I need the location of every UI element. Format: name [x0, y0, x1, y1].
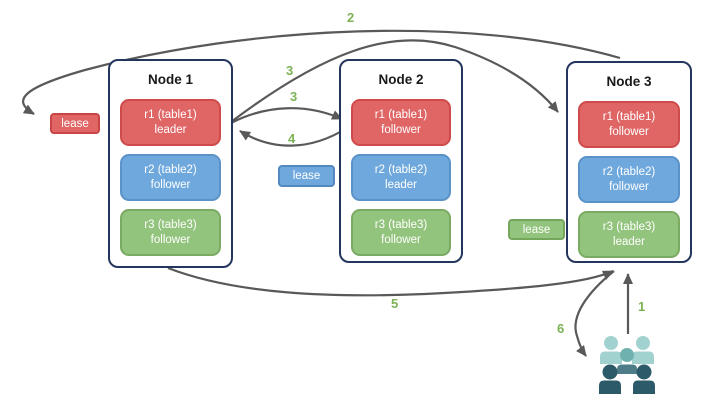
step-label-1: 1 — [638, 299, 646, 314]
node-2: Node 2 r1 (table1) follower r2 (table2) … — [339, 59, 463, 263]
node-3: Node 3 r1 (table1) follower r2 (table2) … — [566, 61, 692, 263]
lease-badge-table2: lease — [278, 165, 335, 187]
replica-role: follower — [381, 123, 421, 136]
replica-role: follower — [150, 178, 191, 191]
replica-name: r2 (table2) — [144, 163, 197, 176]
node-3-replica-r1: r1 (table1) follower — [578, 101, 680, 148]
node-1-replica-r1: r1 (table1) leader — [120, 99, 221, 146]
node-2-replica-r3: r3 (table3) follower — [351, 209, 451, 256]
replica-role: follower — [609, 180, 649, 193]
replica-name: r3 (table3) — [144, 218, 197, 231]
lease-badge-table1: lease — [50, 113, 100, 134]
step-label-4: 4 — [288, 131, 296, 146]
replica-role: follower — [609, 125, 649, 138]
node-1-replica-r2: r2 (table2) follower — [120, 154, 221, 201]
node-3-replica-r2: r2 (table2) follower — [578, 156, 680, 203]
node-2-title: Node 2 — [378, 72, 424, 87]
arrow-step3-replicate-node2 — [230, 107, 343, 124]
step-label-5: 5 — [391, 296, 399, 311]
replica-name: r2 (table2) — [374, 163, 428, 176]
replica-role: follower — [150, 233, 191, 246]
replica-role: leader — [613, 235, 645, 248]
step-label-6: 6 — [557, 321, 565, 336]
user-figure — [633, 364, 655, 394]
lease-label: lease — [61, 117, 89, 130]
replica-role: leader — [385, 178, 417, 191]
replica-role: leader — [154, 123, 187, 136]
node-2-replica-r1: r1 (table1) follower — [351, 99, 451, 146]
arrow-step3-replicate-node3 — [230, 39, 559, 123]
replica-role: follower — [381, 233, 421, 246]
replica-name: r3 (table3) — [602, 220, 656, 233]
lease-label: lease — [292, 170, 321, 182]
replica-name: r1 (table1) — [374, 108, 428, 121]
lease-label: lease — [522, 223, 551, 236]
step-label-3b: 3 — [290, 89, 298, 104]
arrow-step6-response — [574, 270, 615, 357]
arrow-step2-lease-acquire — [22, 29, 621, 115]
arrow-step5-forward — [167, 266, 614, 297]
node-1-title: Node 1 — [147, 72, 193, 87]
user-figure — [599, 364, 621, 394]
replica-name: r1 (table1) — [602, 110, 656, 123]
replica-name: r3 (table3) — [374, 218, 428, 231]
node-1: Node 1 r1 (table1) leader r2 (table2) fo… — [108, 59, 233, 268]
user-figure — [632, 336, 654, 364]
lease-badge-table3: lease — [508, 219, 565, 240]
user-figure — [617, 348, 637, 374]
node-1-replica-r3: r3 (table3) follower — [120, 209, 221, 256]
node-3-replica-r3: r3 (table3) leader — [578, 211, 680, 258]
users-group-icon — [599, 336, 655, 394]
node-3-title: Node 3 — [606, 74, 652, 89]
step-label-3a: 3 — [286, 63, 294, 78]
node-2-replica-r2: r2 (table2) leader — [351, 154, 451, 201]
step-label-2: 2 — [347, 10, 355, 25]
replica-name: r2 (table2) — [602, 165, 656, 178]
replica-name: r1 (table1) — [144, 108, 197, 121]
arrow-step4-ack — [239, 127, 348, 147]
user-figure — [600, 336, 622, 364]
